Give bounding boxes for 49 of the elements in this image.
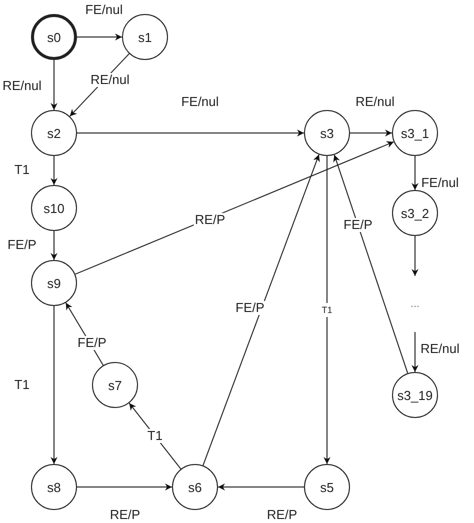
state-circle: s7: [92, 362, 138, 408]
edge-label: RE/nul: [89, 73, 131, 87]
transition-arrow: [76, 34, 122, 40]
state-circle: s3: [304, 110, 350, 156]
edge-label: FE/P: [6, 238, 38, 252]
edge-label: RE/nul: [354, 95, 396, 109]
transition-arrow: [412, 236, 418, 276]
edge-label: T1: [320, 303, 334, 317]
transition-arrow: [333, 154, 408, 374]
edge-label: FE/nul: [84, 3, 124, 17]
transition-arrow: [350, 130, 392, 136]
edge-label: FE/P: [234, 301, 266, 315]
transition-arrow: [74, 141, 394, 275]
state-circle: s1: [122, 14, 168, 60]
transition-arrow: [128, 402, 182, 470]
transition-arrow: [50, 60, 58, 110]
edge-label: RE/P: [266, 508, 298, 522]
edge-label: FE/nul: [420, 176, 460, 190]
edge-label: FE/P: [342, 218, 374, 232]
state-circle: s2: [31, 110, 77, 156]
state-circle: s5: [304, 464, 350, 510]
transition-arrow: [50, 230, 58, 260]
ellipsis-text: ...: [403, 276, 427, 332]
edge-label: T1: [13, 378, 31, 392]
edge-label: FE/nul: [180, 95, 220, 109]
edge-label: FE/P: [76, 336, 108, 350]
transition-arrow: [412, 156, 418, 190]
state-circle: s9: [31, 260, 77, 306]
transition-arrow: [324, 156, 330, 464]
transition-arrow: [50, 156, 58, 186]
edge-label: T1: [13, 163, 31, 177]
transition-arrow: [76, 484, 172, 490]
state-circle: s10: [31, 185, 77, 231]
edge-label: RE/nul: [419, 342, 461, 356]
transition-arrow: [202, 154, 320, 466]
transition-arrow: [412, 332, 418, 372]
state-circle: s3_19: [392, 372, 438, 418]
initial-state-circle: s0: [31, 14, 77, 60]
state-circle: s3_1: [392, 110, 438, 156]
edge-label: T1: [146, 429, 164, 443]
transition-arrow: [50, 306, 58, 464]
state-circle: s6: [172, 464, 218, 510]
edge-label: RE/nul: [1, 79, 43, 93]
state-circle: s3_2: [392, 190, 438, 236]
transition-arrow: [76, 130, 304, 136]
state-circle: s8: [31, 464, 77, 510]
edge-label: RE/P: [108, 508, 142, 522]
edge-label: RE/P: [194, 213, 226, 227]
transition-arrow: [218, 484, 304, 490]
